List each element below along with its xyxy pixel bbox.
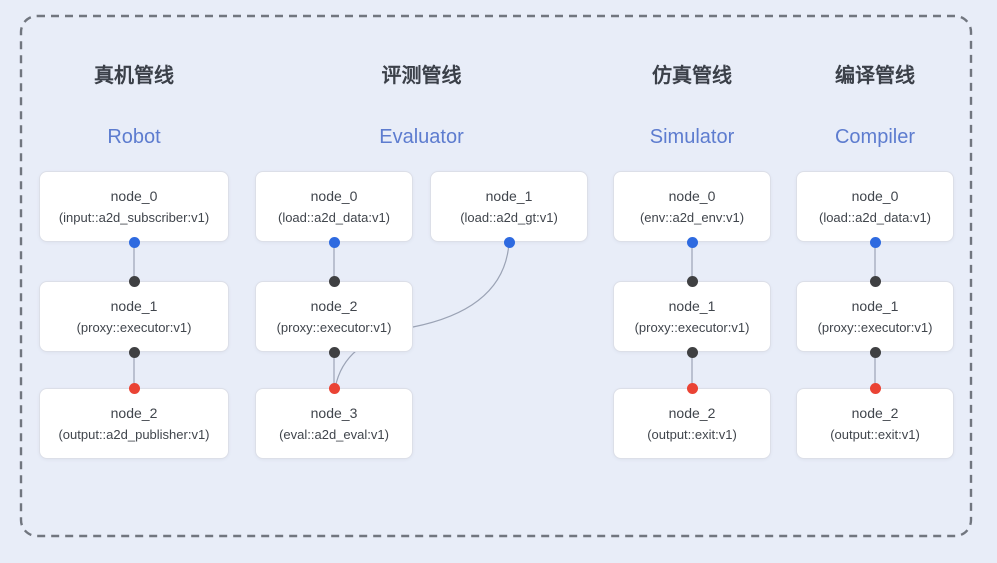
- header-en-simulator: Simulator: [649, 126, 735, 148]
- header-en-compiler: Compiler: [834, 126, 916, 148]
- node-box-evaluator-1: node_1 (load::a2d_gt:v1): [430, 171, 588, 242]
- output-port-dot-evaluator-n2: [328, 346, 340, 358]
- node-subtitle: (proxy::executor:v1): [276, 319, 392, 335]
- header-en-evaluator: Evaluator: [379, 126, 464, 148]
- input-port-dot-evaluator-n3: [328, 382, 340, 394]
- node-box-robot-0: node_0 (input::a2d_subscriber:v1): [39, 171, 229, 242]
- node-title: node_0: [851, 187, 899, 204]
- output-port-dot-robot-n0: [128, 237, 140, 248]
- node-title: node_3: [310, 404, 358, 421]
- node-subtitle: (env::a2d_env:v1): [639, 209, 745, 225]
- node-title: node_2: [668, 404, 716, 421]
- node-title: node_1: [851, 297, 899, 314]
- node-subtitle: (input::a2d_subscriber:v1): [58, 209, 210, 225]
- node-box-evaluator-3: node_3 (eval::a2d_eval:v1): [255, 388, 413, 459]
- node-box-robot-1: node_1 (proxy::executor:v1): [39, 281, 229, 352]
- header-zh-robot: 真机管线: [94, 65, 174, 87]
- node-title: node_2: [110, 404, 158, 421]
- node-title: node_2: [310, 297, 358, 314]
- output-port-dot-evaluator-n1: [503, 237, 515, 248]
- node-box-evaluator-2: node_2 (proxy::executor:v1): [255, 281, 413, 352]
- node-box-compiler-0: node_0 (load::a2d_data:v1): [796, 171, 954, 242]
- output-port-dot-compiler-n1: [869, 346, 881, 358]
- node-subtitle: (proxy::executor:v1): [634, 319, 750, 335]
- node-subtitle: (output::exit:v1): [830, 426, 920, 442]
- node-box-robot-2: node_2 (output::a2d_publisher:v1): [39, 388, 229, 459]
- header-en-robot: Robot: [107, 126, 161, 148]
- node-title: node_0: [110, 187, 158, 204]
- node-subtitle: (load::a2d_data:v1): [818, 209, 932, 225]
- input-port-dot-compiler-n2: [869, 382, 881, 394]
- node-subtitle: (load::a2d_data:v1): [277, 209, 391, 225]
- node-box-compiler-2: node_2 (output::exit:v1): [796, 388, 954, 459]
- node-title: node_1: [110, 297, 158, 314]
- input-port-dot-simulator-n2: [686, 382, 698, 394]
- node-box-compiler-1: node_1 (proxy::executor:v1): [796, 281, 954, 352]
- node-subtitle: (load::a2d_gt:v1): [460, 209, 558, 225]
- output-port-dot-simulator-n0: [686, 237, 698, 248]
- output-port-dot-evaluator-n0: [328, 237, 340, 248]
- node-title: node_1: [485, 187, 533, 204]
- input-port-dot-evaluator-n2: [328, 275, 340, 287]
- header-zh-simulator: 仿真管线: [652, 65, 732, 87]
- node-box-simulator-2: node_2 (output::exit:v1): [613, 388, 771, 459]
- header-zh-compiler: 编译管线: [835, 65, 915, 87]
- header-zh-evaluator: 评测管线: [381, 65, 462, 87]
- node-box-simulator-0: node_0 (env::a2d_env:v1): [613, 171, 771, 242]
- node-subtitle: (proxy::executor:v1): [817, 319, 933, 335]
- input-port-dot-simulator-n1: [686, 275, 698, 287]
- node-subtitle: (eval::a2d_eval:v1): [279, 426, 389, 442]
- node-subtitle: (output::a2d_publisher:v1): [58, 426, 210, 442]
- node-box-evaluator-0: node_0 (load::a2d_data:v1): [255, 171, 413, 242]
- input-port-dot-robot-n1: [128, 275, 140, 287]
- output-port-dot-simulator-n1: [686, 346, 698, 358]
- node-box-simulator-1: node_1 (proxy::executor:v1): [613, 281, 771, 352]
- input-port-dot-robot-n2: [128, 382, 140, 394]
- node-title: node_1: [668, 297, 716, 314]
- node-title: node_2: [851, 404, 899, 421]
- node-title: node_0: [668, 187, 716, 204]
- node-subtitle: (proxy::executor:v1): [76, 319, 192, 335]
- node-subtitle: (output::exit:v1): [647, 426, 737, 442]
- input-port-dot-compiler-n1: [869, 275, 881, 287]
- output-port-dot-robot-n1: [128, 346, 140, 358]
- output-port-dot-compiler-n0: [869, 237, 881, 248]
- edge-eval-n1-n3-curve: [335, 242, 510, 385]
- node-title: node_0: [310, 187, 358, 204]
